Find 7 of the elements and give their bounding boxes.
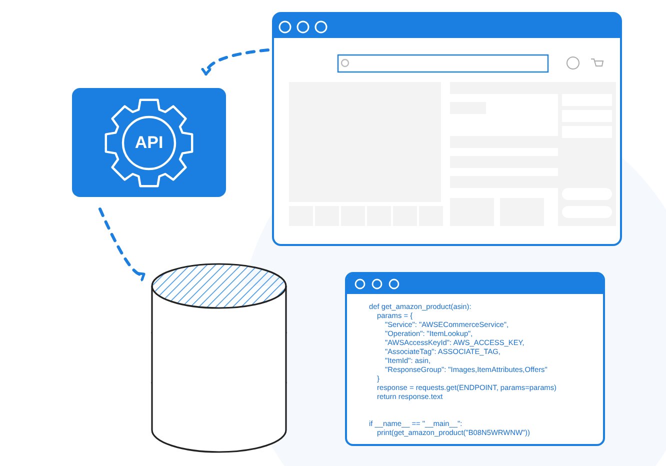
code-window <box>345 272 605 446</box>
browser-window-drawing <box>272 12 622 246</box>
api-box <box>72 88 226 197</box>
arrow <box>202 48 270 76</box>
database-cylinder <box>150 262 288 456</box>
arrow <box>98 208 146 281</box>
node-label: API <box>134 132 164 152</box>
